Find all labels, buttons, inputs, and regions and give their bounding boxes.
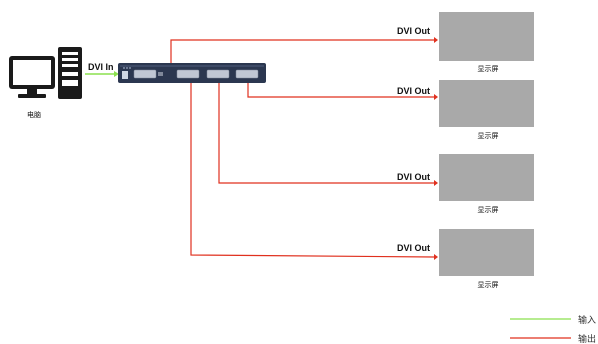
input-arrowhead bbox=[114, 71, 119, 77]
dvi-splitter-device bbox=[118, 63, 266, 83]
legend-input-label: 输入 bbox=[578, 314, 596, 325]
monitor-label-3: 显示屏 bbox=[478, 206, 499, 214]
monitor-label-4: 显示屏 bbox=[478, 281, 499, 289]
monitor-label-2: 显示屏 bbox=[478, 132, 499, 140]
output-arrowhead-2 bbox=[434, 94, 438, 100]
output-arrowhead-3 bbox=[434, 180, 438, 186]
output-label-4: DVI Out bbox=[397, 243, 430, 253]
computer-icon bbox=[9, 47, 82, 99]
monitor-4 bbox=[439, 229, 534, 276]
monitor-2 bbox=[439, 80, 534, 127]
computer-label: 电脑 bbox=[27, 110, 41, 119]
legend: 输入 输出 bbox=[510, 314, 596, 344]
output-line-4 bbox=[190, 83, 435, 258]
monitor-3 bbox=[439, 154, 534, 201]
output-arrowhead-1 bbox=[434, 37, 438, 43]
input-label: DVI In bbox=[88, 62, 114, 72]
output-line-2 bbox=[247, 83, 434, 98]
output-label-2: DVI Out bbox=[397, 86, 430, 96]
output-line-1 bbox=[170, 39, 434, 63]
output-arrowhead-4 bbox=[434, 254, 438, 260]
monitor-label-1: 显示屏 bbox=[478, 65, 499, 73]
output-line-3 bbox=[218, 83, 434, 184]
output-label-3: DVI Out bbox=[397, 172, 430, 182]
monitor-1 bbox=[439, 12, 534, 61]
legend-output-label: 输出 bbox=[578, 333, 596, 344]
output-label-1: DVI Out bbox=[397, 26, 430, 36]
